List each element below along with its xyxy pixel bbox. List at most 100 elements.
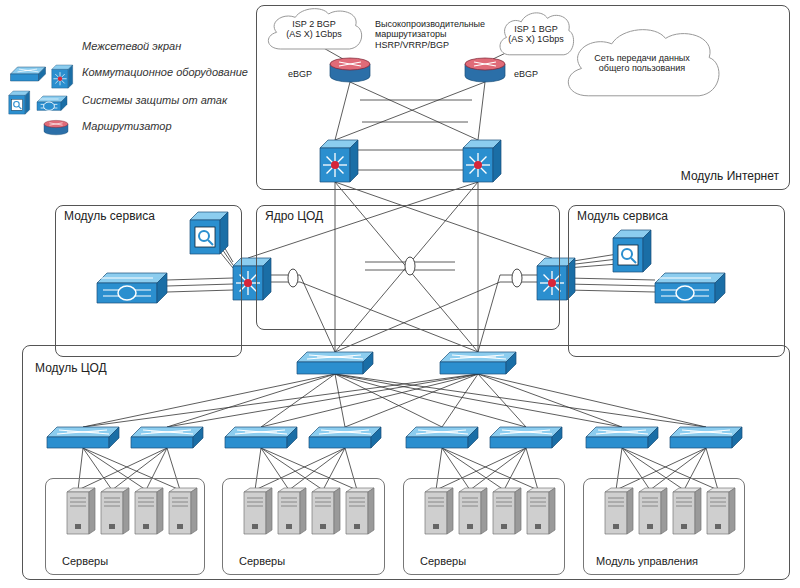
- group-title: Серверы: [239, 555, 285, 568]
- face: [39, 67, 46, 81]
- module-title: Модуль Интернет: [681, 170, 779, 184]
- server-icon: [135, 488, 163, 534]
- cloud-text: ISP 2 BGP (AS X) 1Gbps: [284, 19, 344, 40]
- face: [157, 488, 163, 534]
- server-icon: [673, 488, 701, 534]
- server-lock: [433, 524, 439, 529]
- glyph-line: [428, 502, 444, 503]
- wire: [350, 170, 463, 171]
- face: [225, 427, 297, 437]
- glyph-line: [452, 355, 506, 359]
- wire: [112, 448, 167, 490]
- switch-icon: [670, 427, 742, 448]
- glyph-line: [39, 99, 58, 100]
- glyph-line: [329, 432, 361, 433]
- wire: [567, 290, 655, 292]
- multilayer-switch-icon: [537, 258, 575, 300]
- glyph-line: [530, 498, 546, 499]
- face: [586, 437, 648, 448]
- face: [312, 492, 334, 534]
- wire: [478, 374, 706, 427]
- cloud-shape: [268, 9, 361, 49]
- face: [61, 96, 67, 110]
- face: [655, 273, 725, 283]
- wire: [261, 374, 478, 427]
- face: [425, 492, 447, 534]
- link-bundle: [405, 257, 415, 275]
- glyph-line: [349, 502, 365, 503]
- server-lock: [143, 524, 149, 529]
- wire: [567, 284, 655, 286]
- face: [493, 140, 501, 182]
- glyph-line: [281, 502, 297, 503]
- wire: [335, 82, 350, 140]
- module-box: Модуль сервиса: [55, 205, 242, 357]
- glyph-line: [428, 498, 444, 499]
- wire: [478, 374, 526, 427]
- glyph-line: [309, 355, 363, 359]
- face: [655, 283, 715, 303]
- face: [300, 488, 306, 534]
- face: [549, 488, 555, 534]
- glyph-line: [247, 506, 263, 507]
- switch-icon: [586, 427, 658, 448]
- face: [648, 427, 658, 448]
- face: [440, 362, 506, 374]
- glyph-line: [321, 430, 371, 434]
- router-icon: [330, 58, 370, 82]
- glyph-line: [317, 357, 353, 358]
- wire-layer: [78, 46, 718, 490]
- glyph-line: [608, 502, 624, 503]
- server-lock: [286, 524, 292, 529]
- face: [490, 427, 562, 437]
- glyph-line: [474, 62, 496, 66]
- glyph-line: [172, 506, 188, 507]
- face: [131, 437, 193, 448]
- glyph-line: [496, 498, 512, 499]
- cloud-shape: [568, 30, 719, 96]
- cloud-text: ISP 1 BGP (AS X) 1Gbps: [508, 24, 564, 45]
- face: [266, 488, 272, 534]
- face: [715, 273, 725, 303]
- glyph-line: [349, 506, 365, 507]
- face: [297, 352, 373, 362]
- glyph-line: [70, 498, 86, 499]
- face: [47, 437, 109, 448]
- protocol-label: eBGP: [288, 69, 312, 79]
- glyph-ring: [44, 102, 55, 110]
- wire: [261, 448, 357, 490]
- wire: [248, 182, 478, 258]
- face: [334, 488, 340, 534]
- wire: [616, 448, 706, 490]
- wire: [167, 290, 233, 292]
- face: [287, 427, 297, 448]
- glyph-line: [59, 430, 109, 434]
- face: [552, 427, 562, 448]
- wire: [289, 448, 345, 490]
- glyph-line: [247, 498, 263, 499]
- face: [68, 65, 72, 88]
- switch-icon: [490, 427, 562, 448]
- wire: [220, 252, 233, 268]
- face: [109, 427, 119, 448]
- face: [191, 488, 197, 534]
- face: [169, 492, 191, 534]
- face: [97, 283, 157, 303]
- face: [225, 437, 287, 448]
- module-box: Модуль ЦОДСерверыСерверыСерверыМодуль уп…: [22, 345, 790, 580]
- glyph-line: [530, 506, 546, 507]
- switch-icon: [47, 427, 119, 448]
- glyph-line: [70, 506, 86, 507]
- glyph-line: [502, 430, 552, 434]
- module-title: Ядро ЦОД: [265, 210, 323, 224]
- face: [11, 74, 39, 81]
- wire: [345, 374, 478, 427]
- glyph-line: [281, 498, 297, 499]
- cloud-shape: [500, 13, 574, 55]
- face: [233, 266, 263, 300]
- face: [670, 437, 732, 448]
- face: [627, 488, 633, 534]
- glyph-line: [710, 502, 726, 503]
- wire: [83, 448, 146, 490]
- wire: [567, 278, 655, 280]
